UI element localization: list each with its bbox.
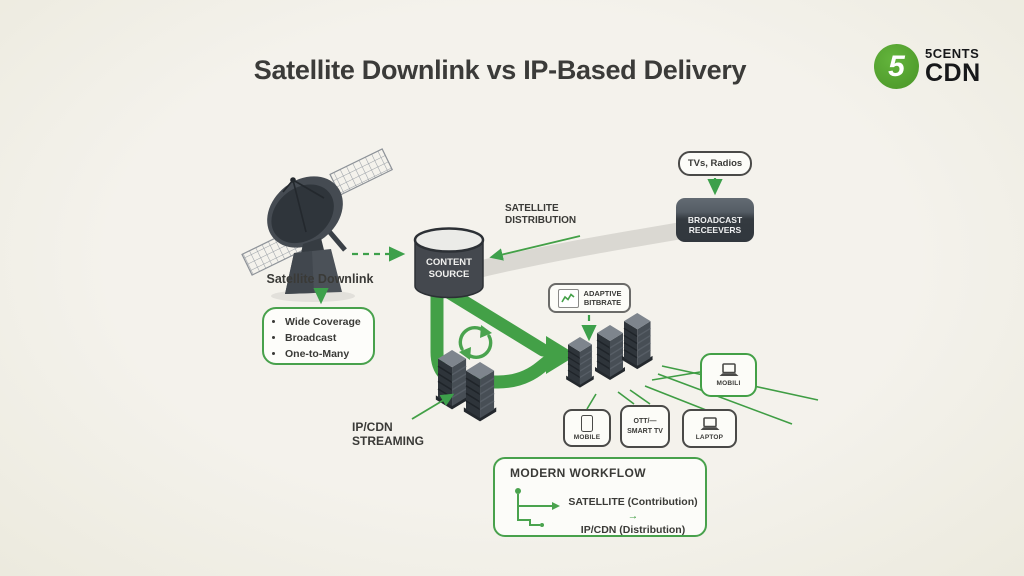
ott-smarttv-box: OTT/— SMART TV xyxy=(620,405,670,448)
laptop-icon xyxy=(719,363,738,376)
page-title: Satellite Downlink vs IP-Based Delivery xyxy=(253,55,747,85)
content-source-label: CONTENT SOURCE xyxy=(426,257,472,280)
laptop-icon xyxy=(700,416,719,430)
workflow-step-satellite: SATELLITE (Contribution) xyxy=(568,496,698,508)
satellite-downlink-label: Satellite Downlink xyxy=(266,272,374,286)
feature-item: Wide Coverage xyxy=(285,315,365,331)
mobile-device-box: MOBILE xyxy=(563,409,611,447)
satellite-dish-icon xyxy=(241,148,394,302)
broadcast-receivers-box: BROADCAST RECEEVERS xyxy=(676,198,754,242)
tvs-radios-box: TVs, Radios xyxy=(678,151,752,176)
workflow-arrow: → xyxy=(627,510,639,523)
satellite-distribution-band xyxy=(459,217,717,281)
edge-server-icons xyxy=(566,313,653,388)
workflow-flow-icon xyxy=(515,488,560,527)
feature-item: Broadcast xyxy=(285,331,365,347)
adaptive-bitrate-box: ADAPTIVE BITBRATE xyxy=(548,283,631,313)
satellite-distribution-label: SATELLITE DISTRIBUTION xyxy=(505,203,577,226)
brand-logo: 5 5CENTS CDN xyxy=(874,44,981,89)
phone-icon xyxy=(581,415,593,432)
laptop-device-box: LAPTOP xyxy=(682,409,737,448)
logo-name-bottom: CDN xyxy=(925,59,981,87)
chart-icon xyxy=(557,288,579,308)
logo-name-top: 5CENTS xyxy=(925,46,980,61)
mobili-device-box: MOBILI xyxy=(700,353,757,397)
cdn-server-icons xyxy=(435,350,497,422)
band-arrowhead xyxy=(546,336,577,374)
device-fan-lines xyxy=(586,365,819,425)
workflow-step-ip: IP/CDN (Distribution) xyxy=(580,524,686,537)
logo-badge-icon: 5 xyxy=(874,44,919,89)
cycle-icon xyxy=(458,325,493,360)
dashed-flow-arrows xyxy=(313,178,723,342)
modern-workflow-title: MODERN WORKFLOW xyxy=(510,466,646,480)
feature-item: One-to-Many xyxy=(285,347,365,363)
modern-workflow-box xyxy=(493,457,707,537)
workflow-steps: SATELLITE (Contribution) → IP/CDN (Distr… xyxy=(562,495,704,538)
satellite-features-box: Wide Coverage Broadcast One-to-Many xyxy=(262,307,375,365)
ipcdn-streaming-label: IP/CDN STREAMING xyxy=(352,420,424,448)
database-icon xyxy=(413,227,485,299)
leader-arrows xyxy=(411,235,581,420)
